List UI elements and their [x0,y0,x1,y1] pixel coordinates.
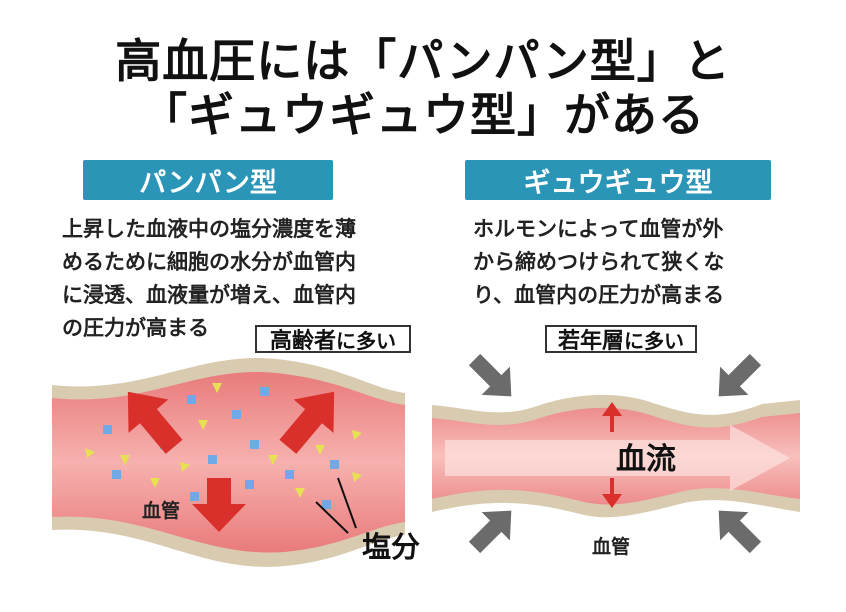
left-badge-rest: に多い [336,328,396,353]
title-line-1: 高血圧には「パンパン型」と [115,34,731,88]
right-pressure-arrows [602,402,622,508]
right-description: ホルモンによって血管が外 から締めつけられて狭くな り、血管内の圧力が高まる [473,213,724,312]
title-line-2: 「ギュウギュウ型」がある [141,88,705,142]
right-desc-line: り、血管内の圧力が高まる [473,283,725,307]
left-badge-strong: 高齢者 [269,329,336,354]
salt-label: 塩分 [362,530,420,564]
left-desc-line: 上昇した血液中の塩分濃度を薄 [62,217,356,241]
right-vessel-label: 血管 [592,535,630,558]
left-desc-line: に浸透、血液量が増え、血管内 [62,283,356,307]
right-desc-line: から締めつけられて狭くな [473,250,725,274]
left-desc-line: の圧力が高まる [62,316,209,340]
left-desc-line: めるために細胞の水分が血管内 [62,250,356,274]
left-heading: パンパン型 [83,160,333,200]
left-pressure-arrows [127,391,335,532]
right-heading: ギュウギュウ型 [465,160,771,200]
right-badge-rest: に多い [624,328,684,353]
right-badge: 若年層に多い [545,325,697,354]
blood-flow-arrow [445,425,790,491]
right-desc-line: ホルモンによって血管が外 [473,217,724,241]
left-badge: 高齢者に多い [255,325,411,354]
right-badge-strong: 若年層 [557,329,624,354]
left-vessel-label: 血管 [142,499,180,522]
left-vessel [52,358,405,567]
blood-flow-label: 血流 [616,442,676,477]
left-description: 上昇した血液中の塩分濃度を薄 めるために細胞の水分が血管内 に浸透、血液量が増え… [62,213,356,345]
squeeze-arrows [468,353,762,554]
salt-pointer-lines [315,477,357,534]
